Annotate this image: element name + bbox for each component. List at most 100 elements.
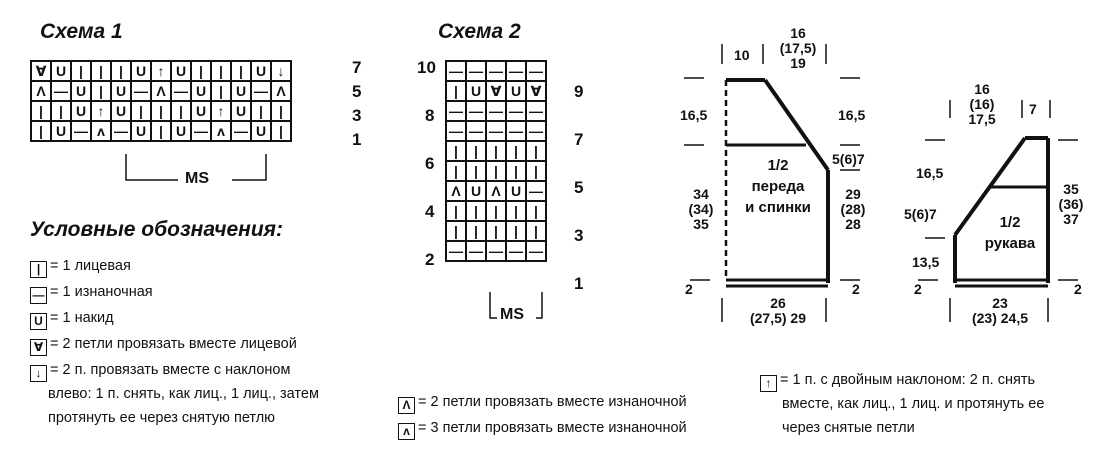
chart-cell: | (505, 140, 527, 162)
chart-row: ||||| (445, 160, 547, 182)
chart-cell: — (445, 120, 467, 142)
chart-cell: U (130, 120, 152, 142)
chart-cell: U (250, 120, 272, 142)
scheme2-left-number: 2 (425, 250, 435, 269)
chart-cell: | (525, 140, 547, 162)
chart-cell: — (445, 100, 467, 122)
chart-cell: | (270, 100, 292, 122)
scheme1-row-number: 5 (352, 82, 362, 101)
legend-ssk: ↓= 2 п. провязать вместе с наклоном (30, 360, 290, 382)
chart-cell: U (465, 180, 487, 202)
body-left-upper: 16,5 (680, 107, 708, 123)
scheme2-left-number: 10 (417, 58, 436, 77)
scheme2-ms-bracket (489, 292, 543, 319)
chart-cell: — (70, 120, 92, 142)
chart-row: ————— (445, 100, 547, 122)
chart-cell: U (505, 80, 527, 102)
chart-row: ————— (445, 60, 547, 82)
chart-cell: U (110, 100, 132, 122)
chart-cell: U (70, 100, 92, 122)
down-arrow-icon: ↓ (30, 365, 47, 382)
scheme2-left-number: 6 (425, 154, 435, 173)
legend-cdd-line2: вместе, как лиц., 1 лиц. и протянуть ее (782, 396, 1045, 412)
chart-cell: U (190, 100, 212, 122)
chart-cell: | (130, 100, 152, 122)
scheme1-row-number: 1 (352, 130, 362, 149)
legend-p3tog: ʌ= 3 петли провязать вместе изнаночной (398, 418, 687, 440)
chart-row: Ʌ—U|U—Ʌ—U|U—Ʌ (30, 80, 292, 102)
chart-cell: | (485, 140, 507, 162)
sleeve-left-upper: 16,5 (916, 165, 944, 181)
legend-title: Условные обозначения: (30, 218, 284, 241)
chart-cell: — (485, 60, 507, 82)
chart-cell: Ʌ (270, 80, 292, 102)
yarn-over-icon: U (30, 313, 47, 330)
chart-cell: U (230, 100, 252, 122)
chart-cell: — (525, 120, 547, 142)
body-right-lower: 29(28)28 (840, 186, 866, 232)
chart-cell: Ʌ (445, 180, 467, 202)
knit-icon: | (30, 261, 47, 278)
body-schematic (684, 44, 860, 322)
chart-cell: — (110, 120, 132, 142)
chart-cell: | (525, 160, 547, 182)
chart-cell: | (270, 120, 292, 142)
chart-cell: | (485, 220, 507, 242)
legend-p2tog: Ʌ= 2 петли провязать вместе изнаночной (398, 392, 687, 414)
chart-cell: — (505, 240, 527, 262)
chart-cell: — (525, 180, 547, 202)
body-armhole: 5(6)7 (832, 151, 865, 167)
chart-cell: | (30, 100, 52, 122)
scheme2-right-number: 3 (574, 226, 584, 245)
sleeve-right-total: 35(36)37 (1058, 181, 1084, 227)
chart-cell: ∀ (525, 80, 547, 102)
chart-cell: — (445, 60, 467, 82)
chart-cell: ↑ (150, 60, 172, 82)
chart-cell: U (465, 80, 487, 102)
chart-cell: | (445, 80, 467, 102)
legend-purl: —= 1 изнаночная (30, 282, 153, 304)
chart-cell: ʌ (210, 120, 232, 142)
chart-cell: | (90, 60, 112, 82)
chart-cell: U (190, 80, 212, 102)
sleeve-hem-right: 2 (1074, 281, 1082, 297)
chart-cell: — (465, 120, 487, 142)
chart-cell: Ʌ (150, 80, 172, 102)
chart-cell: Ʌ (30, 80, 52, 102)
chart-cell: | (30, 120, 52, 142)
p2tog-icon: Ʌ (398, 397, 415, 414)
up-arrow-icon: ↑ (760, 375, 777, 392)
chart-row: ||U↑U|||U↑U|| (30, 100, 292, 122)
body-bottom-width: 26(27,5) 29 (749, 295, 807, 326)
chart-cell: U (250, 60, 272, 82)
chart-cell: — (505, 120, 527, 142)
chart-cell: ∀ (485, 80, 507, 102)
chart-cell: U (50, 60, 72, 82)
chart-cell: | (230, 60, 252, 82)
chart-cell: ↓ (270, 60, 292, 82)
sleeve-schematic (918, 100, 1078, 322)
scheme2-right-number: 5 (574, 178, 584, 197)
sleeve-hem-left: 2 (914, 281, 922, 297)
sleeve-left-mid: 5(6)7 (904, 206, 937, 222)
chart-cell: | (445, 160, 467, 182)
chart-cell: | (525, 220, 547, 242)
chart-cell: — (505, 60, 527, 82)
chart-cell: — (505, 100, 527, 122)
legend-cdd-line3: через снятые петли (782, 420, 915, 436)
chart-cell: U (505, 180, 527, 202)
body-right-upper: 16,5 (838, 107, 866, 123)
scheme2-right-number: 9 (574, 82, 584, 101)
chart-row: ||||| (445, 140, 547, 162)
chart-cell: — (170, 80, 192, 102)
chart-cell: — (525, 240, 547, 262)
chart-cell: | (485, 160, 507, 182)
body-hem-left: 2 (685, 281, 693, 297)
chart-cell: | (465, 220, 487, 242)
scheme1-ms-label: MS (185, 170, 209, 187)
sleeve-top-width: 16(16)17,5 (968, 81, 996, 127)
body-top-width: 16(17,5)19 (779, 25, 817, 71)
chart-cell: | (50, 100, 72, 122)
